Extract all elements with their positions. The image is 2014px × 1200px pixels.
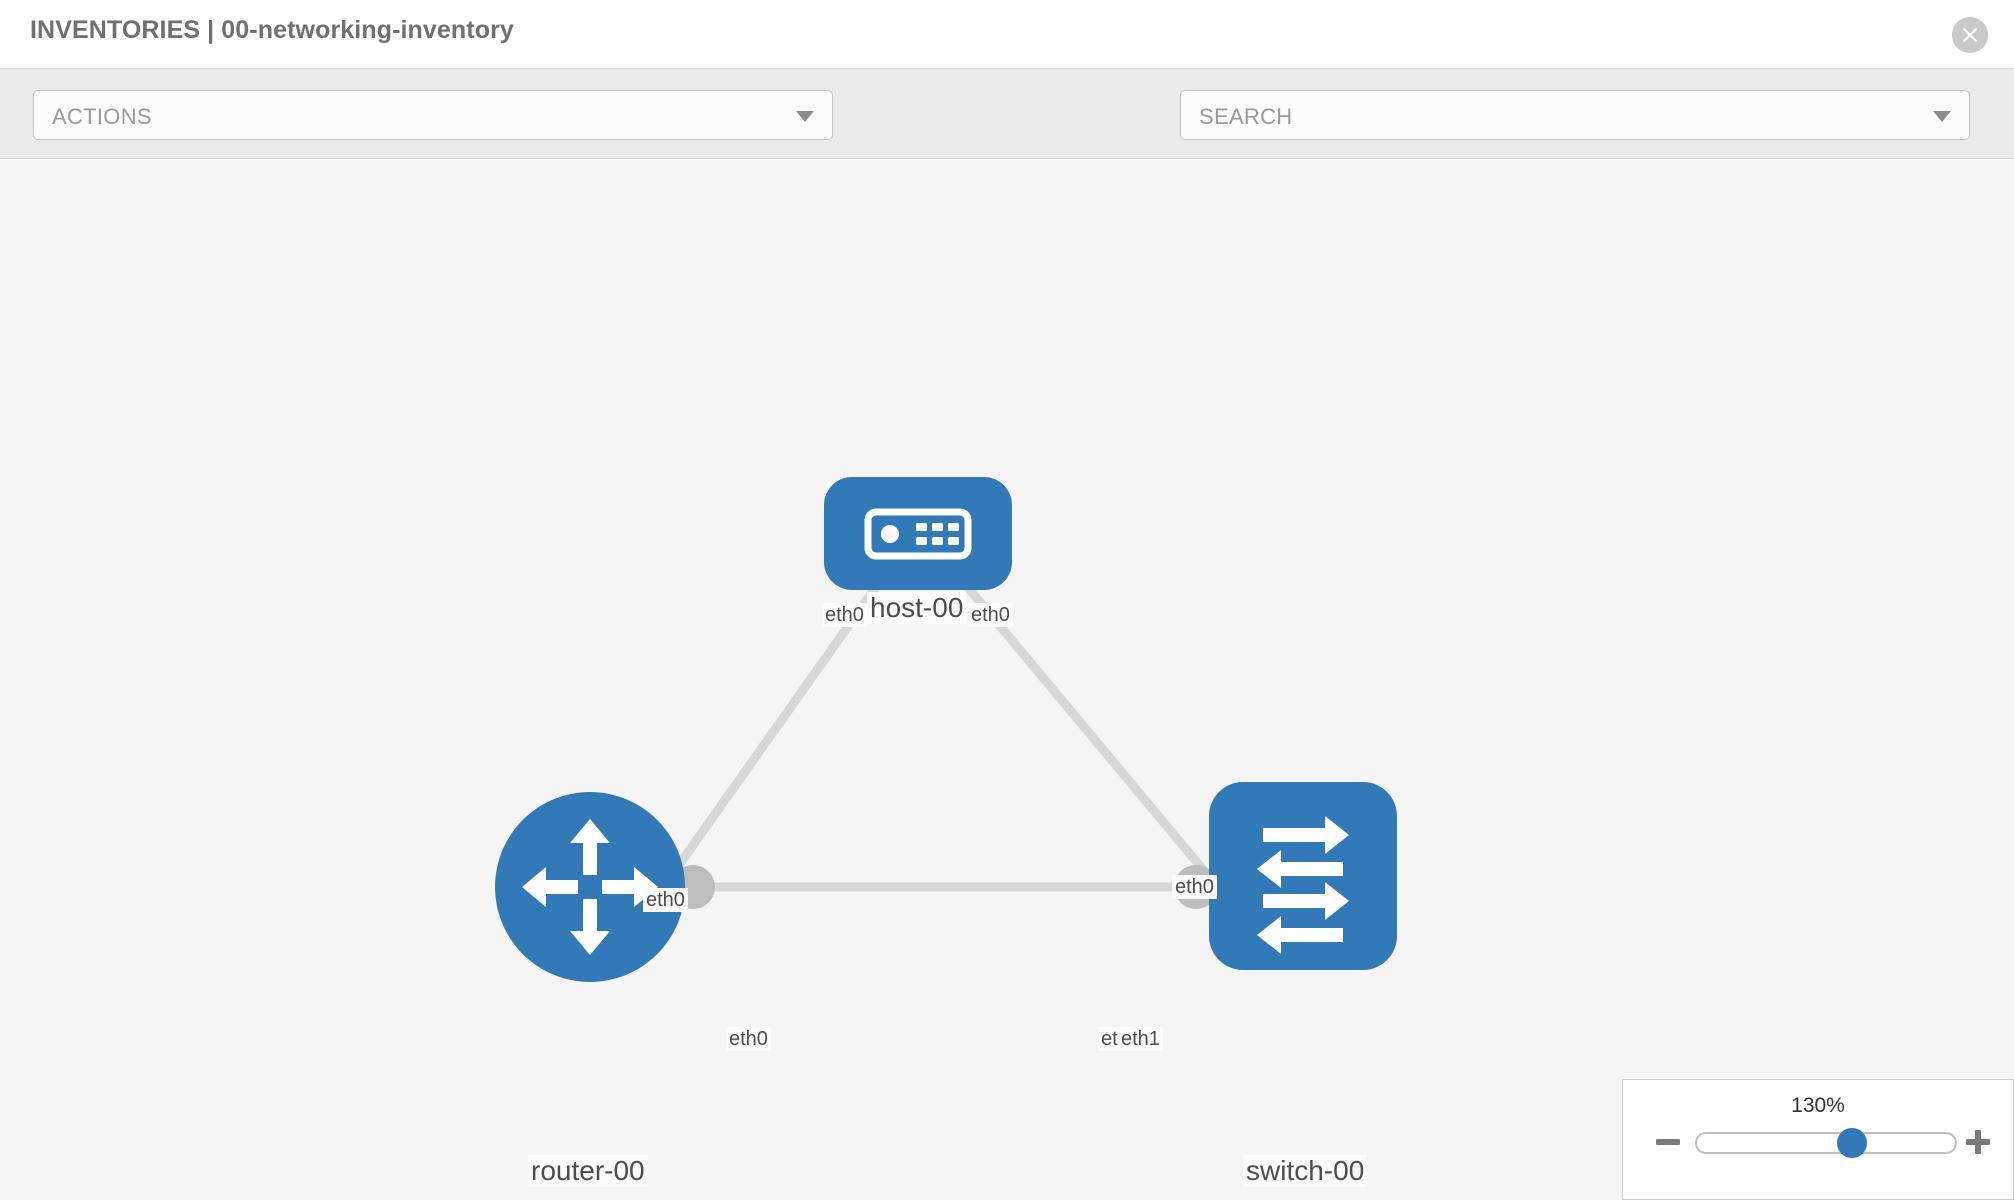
- close-icon[interactable]: [1952, 17, 1988, 53]
- node-label-host-00: host-00: [867, 592, 967, 624]
- port-label: eth0: [1172, 875, 1217, 899]
- topology-canvas[interactable]: eth0 host-00 eth0 eth0 eth0 eth0 eth0 et…: [0, 160, 2014, 1200]
- actions-dropdown-label: ACTIONS: [52, 104, 152, 129]
- chevron-down-icon[interactable]: [1933, 111, 1951, 122]
- actions-dropdown[interactable]: ACTIONS: [33, 90, 833, 140]
- zoom-slider[interactable]: [1695, 1128, 1957, 1158]
- node-label-switch-00: switch-00: [1243, 1155, 1368, 1187]
- port-label: eth0: [726, 1027, 771, 1051]
- port-label: eth0: [968, 603, 1013, 627]
- node-router-00: [495, 792, 685, 982]
- page-header: INVENTORIES | 00-networking-inventory: [0, 0, 2014, 69]
- search-placeholder: SEARCH: [1199, 104, 1293, 129]
- port-label: eth0: [822, 603, 867, 627]
- node-label-router-00: router-00: [528, 1155, 648, 1187]
- plus-icon[interactable]: [1963, 1127, 1993, 1157]
- zoom-slider-thumb[interactable]: [1836, 1128, 1867, 1158]
- node-host-00: [824, 477, 1012, 590]
- search-input[interactable]: SEARCH: [1180, 90, 1970, 140]
- page-title: INVENTORIES | 00-networking-inventory: [30, 16, 514, 44]
- port-label: eth1: [1118, 1027, 1163, 1051]
- port-label: eth0: [643, 888, 688, 912]
- zoom-level-value: 130%: [1791, 1094, 1845, 1117]
- minus-icon[interactable]: [1653, 1127, 1683, 1157]
- node-switch-00: [1209, 782, 1397, 970]
- zoom-control-panel: 130%: [1622, 1079, 2014, 1200]
- toolbar: ACTIONS SEARCH: [0, 69, 2014, 197]
- chevron-down-icon: [796, 111, 814, 122]
- topology-graph: [495, 477, 1397, 982]
